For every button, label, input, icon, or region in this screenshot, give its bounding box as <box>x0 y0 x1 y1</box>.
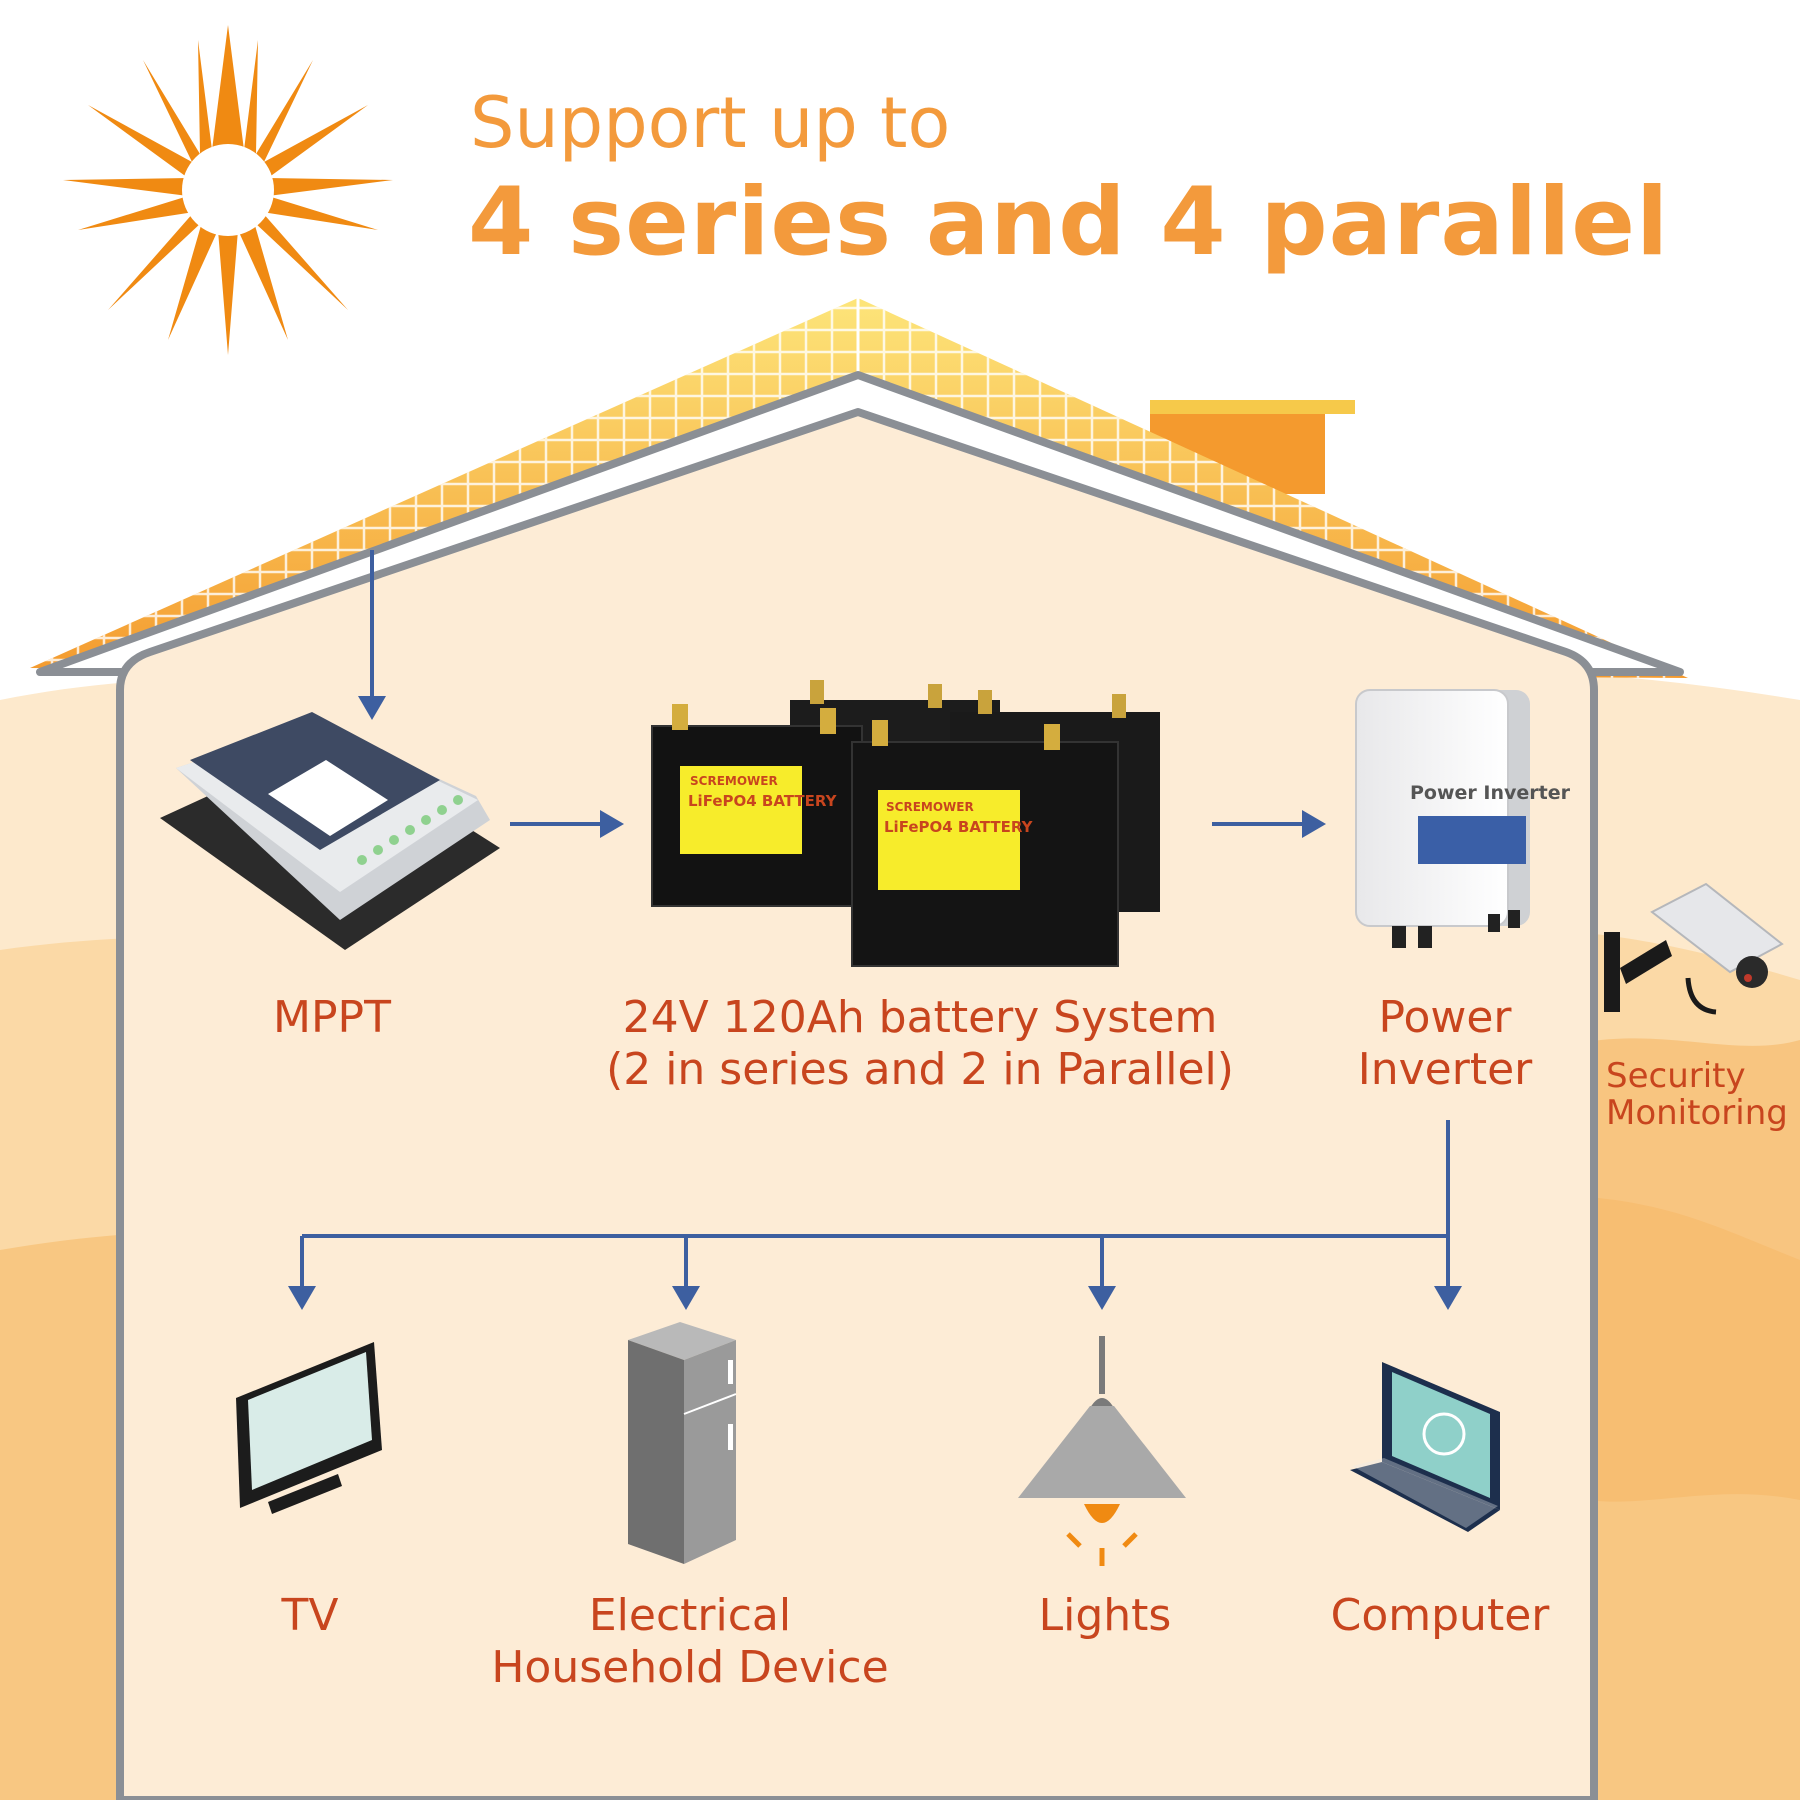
battery-brand-left: SCREMOWER <box>690 774 778 788</box>
house-outline <box>36 371 1684 1800</box>
household-device-label: Electrical Household Device <box>460 1590 920 1694</box>
lights-label: Lights <box>1038 1590 1172 1641</box>
power-inverter-icon <box>1355 689 1530 948</box>
battery-label-line-1: 24V 120Ah battery System <box>622 992 1218 1043</box>
battery-system-icon <box>651 680 1160 967</box>
header-line-2: 4 series and 4 parallel <box>468 168 1670 277</box>
security-label-line-1: Security <box>1606 1056 1746 1096</box>
battery-front-left <box>651 704 863 907</box>
security-label-line-2: Monitoring <box>1606 1093 1788 1134</box>
tv-icon <box>236 1342 382 1514</box>
battery-type-left: LiFePO4 BATTERY <box>688 792 837 810</box>
computer-label: Computer <box>1330 1590 1550 1641</box>
mppt-label: MPPT <box>273 992 391 1043</box>
tv-label: TV <box>281 1590 339 1641</box>
lamp-icon <box>1018 1336 1186 1566</box>
battery-type-right: LiFePO4 BATTERY <box>884 818 1033 836</box>
household-device-line-1: Electrical <box>588 1590 792 1641</box>
battery-brand-right: SCREMOWER <box>886 800 974 814</box>
sun-icon <box>63 25 393 355</box>
battery-front-right <box>851 720 1119 967</box>
battery-system-label: 24V 120Ah battery System (2 in series an… <box>540 992 1300 1096</box>
battery-label-line-2: (2 in series and 2 in Parallel) <box>606 1043 1234 1095</box>
mppt-controller-icon <box>160 712 500 950</box>
chimney <box>1150 400 1355 414</box>
inverter-device-text: Power Inverter <box>1410 782 1570 804</box>
inverter-label-line-1: Power <box>1378 992 1512 1043</box>
laptop-icon <box>1350 1362 1500 1532</box>
household-device-line-2: Household Device <box>491 1641 889 1693</box>
refrigerator-icon <box>628 1322 737 1564</box>
header-line-1: Support up to <box>470 82 951 164</box>
flow-arrows <box>288 550 1462 1310</box>
security-camera-icon <box>1604 882 1784 1015</box>
security-label: Security Monitoring <box>1606 1056 1788 1134</box>
inverter-label-line-2: Inverter <box>1357 1043 1533 1095</box>
inverter-label: Power Inverter <box>1320 992 1570 1096</box>
